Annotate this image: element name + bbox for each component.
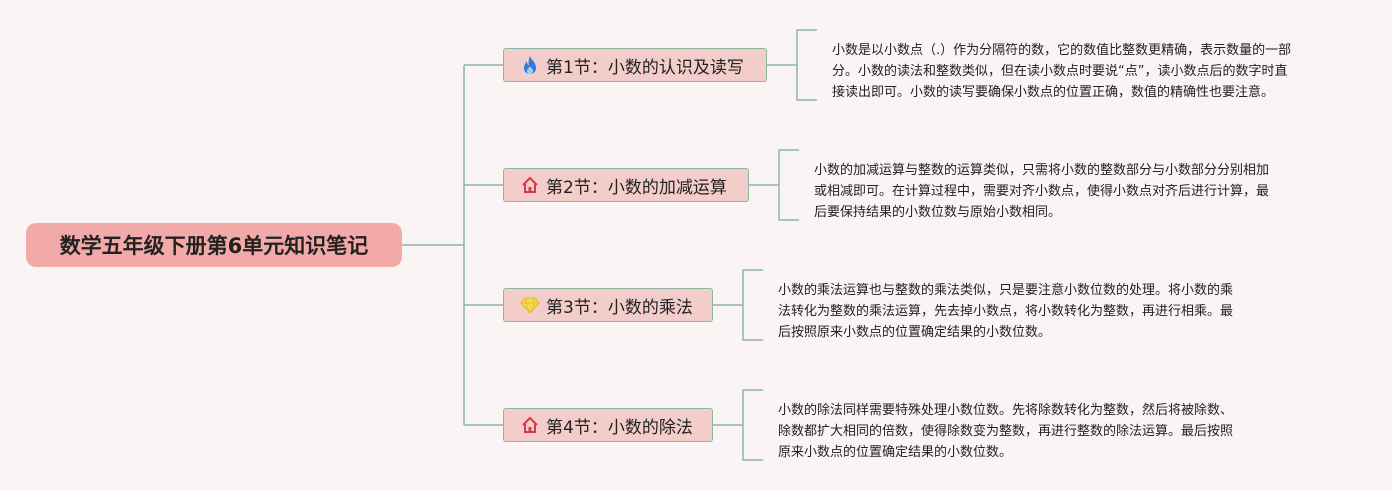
section-3-note: 小数的乘法运算也与整数的乘法类似，只是要注意小数位数的处理。将小数的乘 法转化为… [778,280,1233,343]
note-line: 后按照原来小数点的位置确定结果的小数位数。 [778,325,1052,340]
note-line: 原来小数点的位置确定结果的小数位数。 [778,445,1013,460]
section-4-node[interactable]: 第4节：小数的除法 [503,408,713,442]
note-line: 后要保持结果的小数位数与原始小数相同。 [814,205,1062,220]
home-icon [520,415,540,435]
section-4-note: 小数的除法同样需要特殊处理小数位数。先将除数转化为整数，然后将被除数、 除数都扩… [778,400,1233,463]
section-2-label: 第2节：小数的加减运算 [546,177,727,198]
note-line: 除数都扩大相同的倍数，使得除数变为整数，再进行整数的除法运算。最后按照 [778,424,1234,439]
note-line: 小数的乘法运算也与整数的乘法类似，只是要注意小数位数的处理。将小数的乘 [778,283,1234,298]
note-line: 小数的除法同样需要特殊处理小数位数。先将除数转化为整数，然后将被除数、 [778,403,1234,418]
section-2-node[interactable]: 第2节：小数的加减运算 [503,168,749,202]
section-2-note: 小数的加减运算与整数的运算类似，只需将小数的整数部分与小数部分分别相加 或相减即… [814,160,1269,223]
note-line: 小数的加减运算与整数的运算类似，只需将小数的整数部分与小数部分分别相加 [814,163,1270,178]
section-1-node[interactable]: 第1节：小数的认识及读写 [503,48,767,82]
note-line: 接读出即可。小数的读写要确保小数点的位置正确，数值的精确性也要注意。 [832,85,1275,100]
mindmap-root-title[interactable]: 数学五年级下册第6单元知识笔记 [26,223,402,267]
note-line: 小数是以小数点（.）作为分隔符的数，它的数值比整数更精确，表示数量的一部 [832,43,1292,58]
section-1-label: 第1节：小数的认识及读写 [546,57,744,78]
note-line: 分。小数的读法和整数类似，但在读小数点时要说“点”，读小数点后的数字时直 [832,64,1288,79]
fire-icon [520,55,540,75]
note-line: 法转化为整数的乘法运算，先去掉小数点，将小数转化为整数，再进行相乘。最 [778,304,1234,319]
section-1-note: 小数是以小数点（.）作为分隔符的数，它的数值比整数更精确，表示数量的一部 分。小… [832,40,1291,103]
section-3-node[interactable]: 第3节：小数的乘法 [503,288,713,322]
section-4-label: 第4节：小数的除法 [546,417,693,438]
section-3-label: 第3节：小数的乘法 [546,297,693,318]
home-icon [520,175,540,195]
diamond-icon [520,295,540,315]
note-line: 或相减即可。在计算过程中，需要对齐小数点，使得小数点对齐后进行计算，最 [814,184,1270,199]
